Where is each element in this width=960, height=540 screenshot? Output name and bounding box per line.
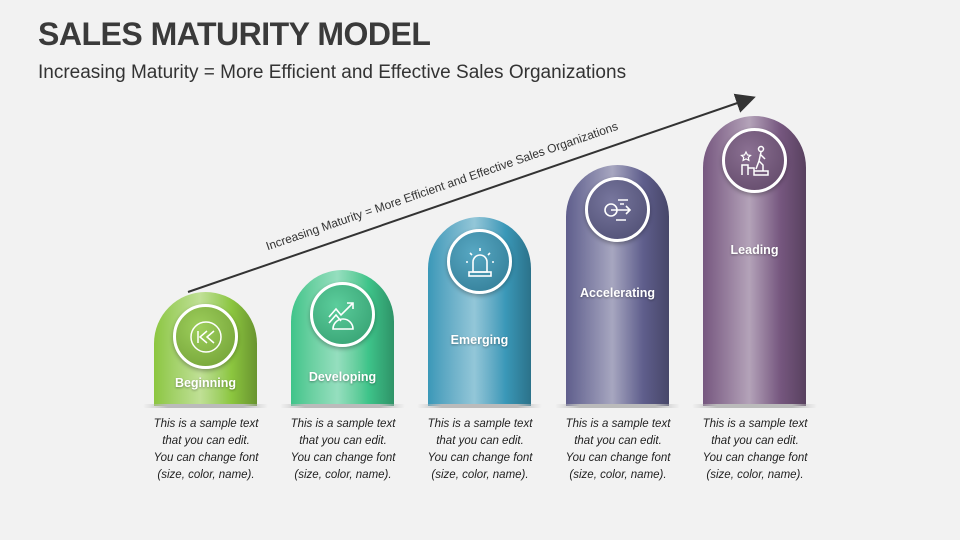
description-line: that you can edit. [162, 435, 250, 447]
description-line: (size, color, name). [431, 469, 529, 481]
alarm-light-icon [465, 247, 494, 277]
description-line: You can change font [153, 452, 259, 464]
stage-description: This is a sample text that you can edit. Y… [690, 416, 820, 484]
description-line: This is a sample text [290, 418, 396, 430]
description-line: You can change font [702, 452, 808, 464]
description-line: This is a sample text [702, 418, 808, 430]
stage-description: This is a sample text that you can edit. Y… [553, 416, 683, 484]
pillar-shadow [143, 404, 268, 408]
pillar-shadow [280, 404, 405, 408]
stage-description: This is a sample text that you can edit. Y… [415, 416, 545, 484]
description-line: (size, color, name). [569, 469, 667, 481]
description-line: (size, color, name). [157, 469, 255, 481]
description-line: that you can edit. [299, 435, 387, 447]
stage-pillar-developing: Developing [291, 270, 394, 406]
pillar-shadow [417, 404, 542, 408]
stage-pillar-emerging: Emerging [428, 217, 531, 406]
page-subtitle: Increasing Maturity = More Efficient and… [38, 62, 627, 83]
description-line: This is a sample text [565, 418, 671, 430]
speed-arrow-icon [603, 198, 631, 221]
stage-label: Emerging [450, 333, 509, 347]
description-line: that you can edit. [436, 435, 524, 447]
stage-label: Leading [730, 243, 779, 257]
stage-description: This is a sample text that you can edit. Y… [278, 416, 408, 484]
description-line: This is a sample text [153, 418, 259, 430]
description-line: (size, color, name). [706, 469, 804, 481]
stage-description: This is a sample text that you can edit. Y… [141, 416, 271, 484]
description-line: This is a sample text [427, 418, 533, 430]
stage-icon-circle [310, 282, 375, 347]
stage-pillar-leading: Leading [703, 116, 806, 406]
climbing-steps-icon [739, 145, 769, 176]
description-line: that you can edit. [574, 435, 662, 447]
description-line: that you can edit. [711, 435, 799, 447]
description-line: You can change font [290, 452, 396, 464]
stage-icon-circle [585, 177, 650, 242]
page-title: SALES MATURITY MODEL [38, 16, 431, 52]
description-line: You can change font [427, 452, 533, 464]
description-line: You can change font [565, 452, 671, 464]
stage-label: Developing [308, 370, 377, 384]
stage-label: Beginning [174, 376, 237, 390]
description-line: (size, color, name). [294, 469, 392, 481]
pillar-shadow [692, 404, 817, 408]
pillar-shadow [555, 404, 680, 408]
rewind-icon [189, 320, 222, 353]
growth-gear-icon [327, 301, 354, 330]
stage-icon-circle [173, 304, 238, 369]
stage-pillar-accelerating: Accelerating [566, 165, 669, 406]
stage-pillar-beginning: Beginning [154, 292, 257, 406]
stage-label: Accelerating [579, 286, 656, 300]
stage-icon-circle [722, 128, 787, 193]
stage-icon-circle [447, 229, 512, 294]
